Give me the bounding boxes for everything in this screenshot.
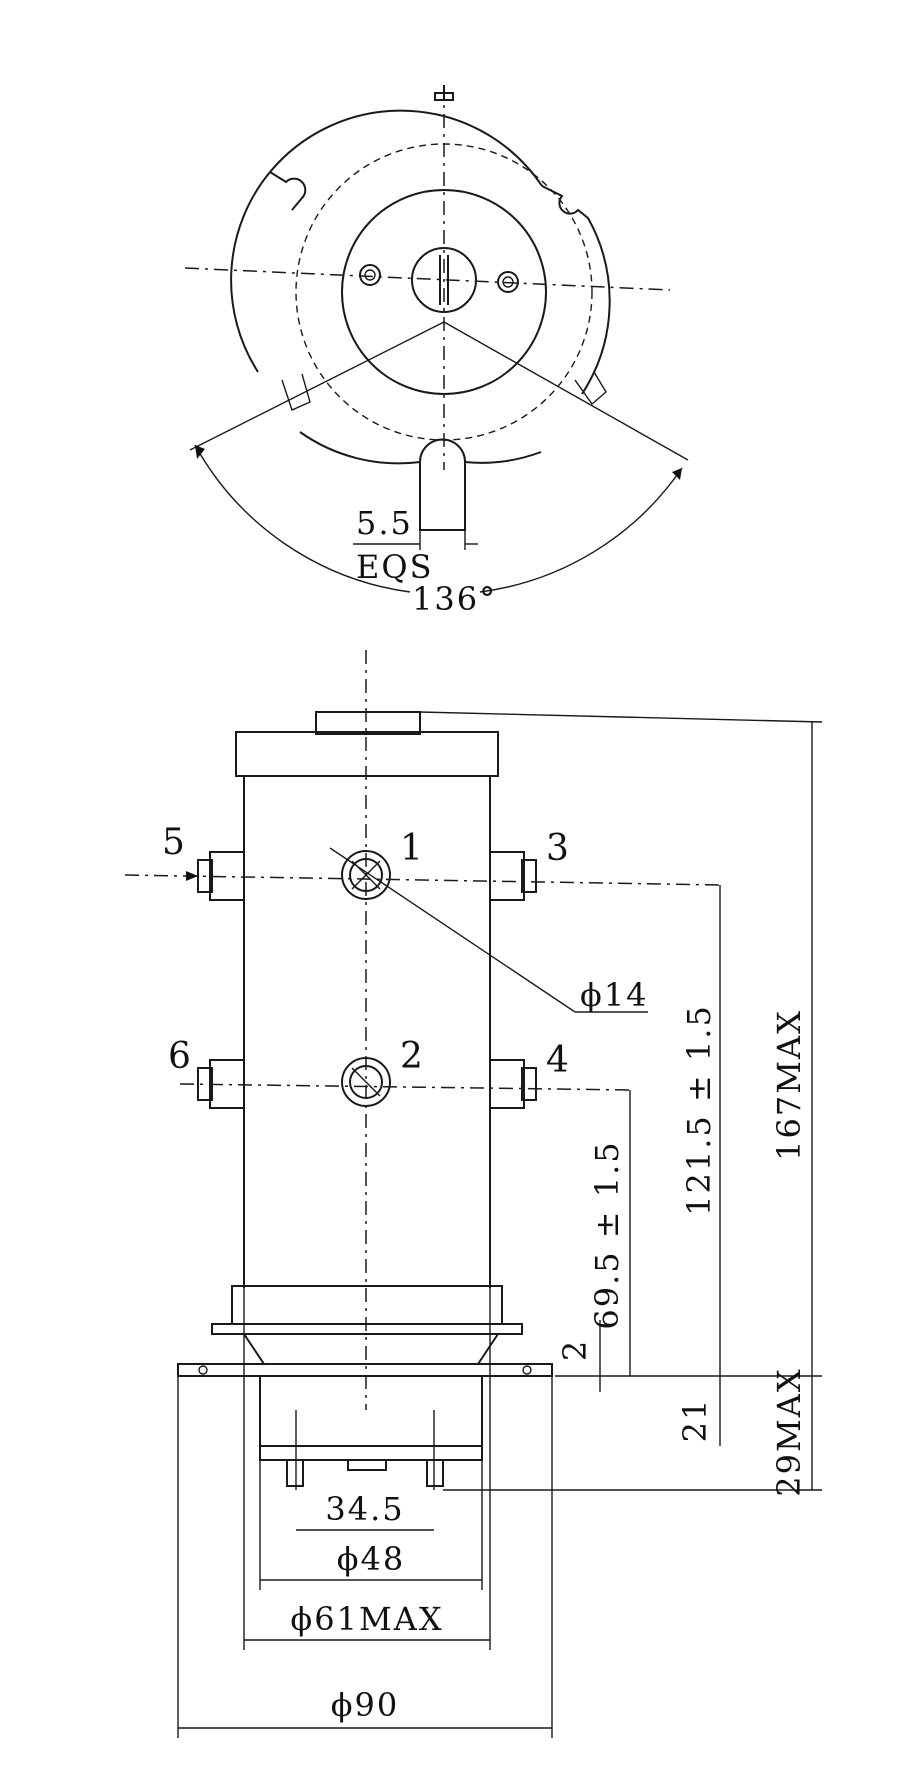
terminal-label-4: 4 bbox=[546, 1040, 569, 1081]
terminal-2 bbox=[341, 1057, 391, 1107]
side-tab-left bbox=[281, 373, 311, 411]
slot-notch-left bbox=[269, 171, 307, 211]
dim-width-text: 5.5 bbox=[356, 504, 413, 542]
skirt bbox=[231, 1285, 503, 1325]
dim-flange: 2 bbox=[556, 1339, 594, 1361]
slot-notch-right bbox=[541, 185, 589, 219]
dim-flange-group: 2 bbox=[556, 1339, 594, 1361]
top-flange bbox=[235, 731, 499, 777]
terminal-row-1-centerline bbox=[124, 874, 721, 886]
angle-arrow-right bbox=[672, 468, 682, 480]
angle-arrow-left bbox=[195, 445, 205, 459]
dim-upper-height: 121.5 ± 1.5 bbox=[680, 1004, 718, 1216]
angle-arc bbox=[194, 444, 683, 593]
hole-leader bbox=[329, 847, 576, 1013]
terminal-label-2: 2 bbox=[400, 1036, 423, 1077]
terminal-label-6: 6 bbox=[168, 1036, 191, 1077]
hole-right bbox=[497, 271, 519, 293]
plate-hole-left bbox=[198, 1365, 208, 1375]
stud-left bbox=[286, 1459, 304, 1487]
total-height-ext bbox=[419, 711, 823, 723]
flange-outline bbox=[230, 109, 611, 465]
dim-angle-text: 136° bbox=[412, 580, 497, 618]
horizontal-centerline bbox=[184, 267, 671, 291]
stud-right bbox=[426, 1459, 444, 1487]
center-boss bbox=[411, 247, 477, 313]
dim-hole-diameter: ϕ14 bbox=[580, 976, 649, 1014]
bottom-tab bbox=[419, 438, 466, 531]
dim-body-diameter: ϕ61MAX bbox=[290, 1600, 443, 1638]
dim-total-height: 167MAX bbox=[770, 1009, 808, 1161]
dim-base-max-group: 29MAX bbox=[770, 1367, 808, 1496]
dim-base-max: 29MAX bbox=[770, 1367, 808, 1496]
hole-left bbox=[359, 264, 381, 286]
plate-hole-right bbox=[522, 1365, 532, 1375]
terminal-1 bbox=[341, 850, 391, 900]
front-view: 1 2 3 4 5 6 ϕ14 121.5 ± 1.5 69.5 ± 1.5 2… bbox=[124, 650, 823, 1738]
hole-left-inner bbox=[364, 269, 376, 281]
dim-base-group: 21 bbox=[676, 1398, 714, 1443]
terminal-5-arrow bbox=[186, 871, 198, 881]
flange-lip bbox=[211, 1323, 523, 1335]
side-tab-right bbox=[574, 371, 607, 406]
dim-lower-height-group: 69.5 ± 1.5 bbox=[588, 1140, 626, 1329]
dim-stud-spacing: 34.5 bbox=[325, 1490, 404, 1528]
mount-plate bbox=[177, 1363, 553, 1377]
terminal-4 bbox=[489, 1059, 537, 1109]
terminal-row-2-centerline bbox=[179, 1083, 631, 1091]
base-connector bbox=[347, 1459, 387, 1471]
terminal-3 bbox=[489, 851, 537, 901]
angle-ray-left bbox=[189, 321, 445, 451]
flange-cone bbox=[243, 1333, 499, 1365]
body-circle bbox=[341, 189, 547, 395]
dim-flange-diameter: ϕ90 bbox=[331, 1686, 400, 1724]
angle-ray-right bbox=[443, 321, 689, 461]
top-cap bbox=[315, 711, 421, 735]
terminal-label-5: 5 bbox=[162, 822, 185, 863]
base-plate bbox=[259, 1445, 483, 1461]
dim-note-text: EQS bbox=[356, 548, 434, 586]
dim-base: 21 bbox=[676, 1398, 714, 1443]
terminal-label-1: 1 bbox=[400, 828, 423, 869]
terminal-label-3: 3 bbox=[546, 828, 569, 869]
dim-upper-height-group: 121.5 ± 1.5 bbox=[680, 1004, 718, 1216]
dim-inner-diameter: ϕ48 bbox=[337, 1540, 406, 1578]
dim-total-height-group: 167MAX bbox=[770, 1009, 808, 1161]
dim-lower-height: 69.5 ± 1.5 bbox=[588, 1140, 626, 1329]
top-view: 5.5 EQS 136° bbox=[184, 85, 689, 618]
hole-right-inner bbox=[502, 276, 514, 288]
top-key bbox=[434, 92, 454, 101]
